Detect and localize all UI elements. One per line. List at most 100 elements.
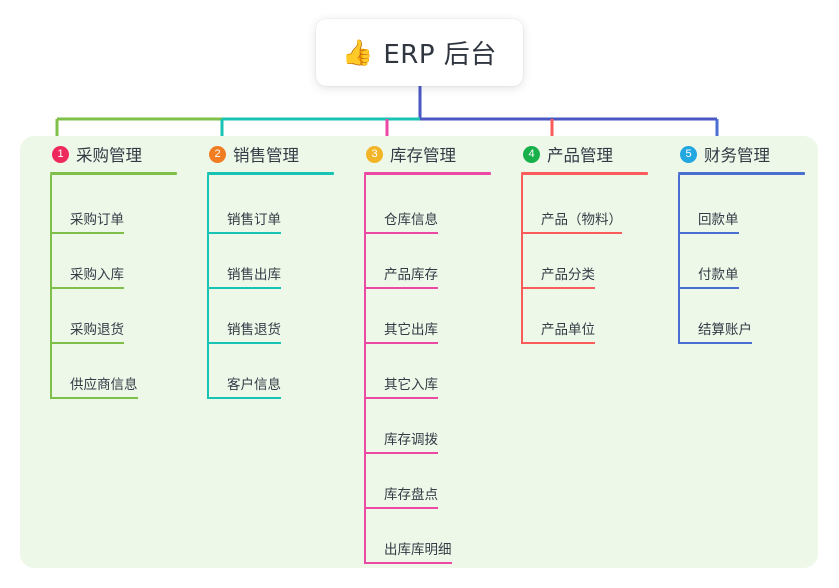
leaf-node[interactable]: 其它入库	[364, 344, 504, 399]
branch-items-5: 回款单付款单结算账户	[678, 175, 818, 344]
leaf-node[interactable]: 销售退货	[207, 289, 347, 344]
leaf-node[interactable]: 库存盘点	[364, 454, 504, 509]
leaf-node[interactable]: 采购订单	[50, 179, 190, 234]
branch-column-3: 3 库存管理仓库信息产品库存其它出库其它入库库存调拨库存盘点出库库明细	[347, 136, 504, 568]
leaf-node[interactable]: 付款单	[678, 234, 818, 289]
leaf-label: 销售出库	[207, 263, 281, 289]
leaf-label: 结算账户	[678, 318, 752, 344]
leaf-node[interactable]: 其它出库	[364, 289, 504, 344]
leaf-label: 采购订单	[50, 208, 124, 234]
leaf-underline	[521, 232, 622, 234]
leaf-node[interactable]: 结算账户	[678, 289, 818, 344]
leaf-underline	[678, 232, 739, 234]
leaf-underline	[364, 562, 452, 564]
branch-title-4: 产品管理	[547, 146, 613, 165]
leaf-label: 客户信息	[207, 373, 281, 399]
branch-spine-5	[678, 175, 680, 344]
branch-panel	[20, 136, 818, 568]
leaf-underline	[207, 397, 281, 399]
leaf-label: 销售订单	[207, 208, 281, 234]
leaf-underline	[364, 452, 438, 454]
branch-underline-3	[364, 172, 491, 175]
branch-badge-5: 5	[680, 145, 697, 163]
leaf-node[interactable]: 产品（物料）	[521, 179, 661, 234]
leaf-label: 产品（物料）	[521, 208, 622, 234]
leaf-node[interactable]: 采购入库	[50, 234, 190, 289]
leaf-underline	[207, 287, 281, 289]
leaf-node[interactable]: 产品分类	[521, 234, 661, 289]
leaf-label: 产品单位	[521, 318, 595, 344]
branch-header-3[interactable]: 3 库存管理	[364, 136, 504, 172]
leaf-label: 供应商信息	[50, 373, 138, 399]
branch-column-4: 4 产品管理产品（物料） 产品分类产品单位	[504, 136, 661, 568]
leaf-node[interactable]: 库存调拨	[364, 399, 504, 454]
branch-header-2[interactable]: 2 销售管理	[207, 136, 347, 172]
thumbs-up-icon: 👍	[342, 38, 374, 67]
leaf-label: 出库库明细	[364, 538, 452, 564]
leaf-underline	[50, 342, 124, 344]
leaf-node[interactable]: 出库库明细	[364, 509, 504, 564]
leaf-underline	[207, 342, 281, 344]
branch-underline-4	[521, 172, 648, 175]
leaf-label: 库存调拨	[364, 428, 438, 454]
leaf-label: 销售退货	[207, 318, 281, 344]
branch-underline-5	[678, 172, 805, 175]
leaf-node[interactable]: 产品库存	[364, 234, 504, 289]
branch-underline-1	[50, 172, 177, 175]
branch-columns: 1 采购管理采购订单采购入库采购退货供应商信息 2 销售管理销售订单销售出库销售退货客…	[20, 136, 818, 568]
leaf-label: 回款单	[678, 208, 739, 234]
leaf-label: 其它出库	[364, 318, 438, 344]
branch-underline-2	[207, 172, 334, 175]
leaf-node[interactable]: 供应商信息	[50, 344, 190, 399]
leaf-underline	[364, 507, 438, 509]
branch-column-2: 2 销售管理销售订单销售出库销售退货客户信息	[190, 136, 347, 568]
leaf-underline	[364, 287, 438, 289]
branch-title-3: 库存管理	[390, 146, 456, 165]
branch-items-4: 产品（物料） 产品分类产品单位	[521, 175, 661, 344]
leaf-node[interactable]: 销售订单	[207, 179, 347, 234]
branch-badge-1: 1	[52, 145, 69, 163]
branch-items-1: 采购订单采购入库采购退货供应商信息	[50, 175, 190, 399]
branch-badge-4: 4	[523, 145, 540, 163]
leaf-node[interactable]: 采购退货	[50, 289, 190, 344]
leaf-label: 付款单	[678, 263, 739, 289]
leaf-label: 其它入库	[364, 373, 438, 399]
branch-title-2: 销售管理	[233, 146, 299, 165]
branch-spine-3	[364, 175, 366, 564]
leaf-node[interactable]: 销售出库	[207, 234, 347, 289]
branch-title-1: 采购管理	[76, 146, 142, 165]
root-title: ERP 后台	[383, 40, 497, 70]
leaf-node[interactable]: 产品单位	[521, 289, 661, 344]
leaf-underline	[521, 287, 595, 289]
leaf-underline	[207, 232, 281, 234]
branch-spine-4	[521, 175, 523, 344]
branch-items-3: 仓库信息产品库存其它出库其它入库库存调拨库存盘点出库库明细	[364, 175, 504, 564]
leaf-label: 产品分类	[521, 263, 595, 289]
leaf-node[interactable]: 客户信息	[207, 344, 347, 399]
branch-badge-2: 2	[209, 145, 226, 163]
branch-header-1[interactable]: 1 采购管理	[50, 136, 190, 172]
leaf-underline	[364, 342, 438, 344]
leaf-underline	[50, 397, 138, 399]
leaf-node[interactable]: 回款单	[678, 179, 818, 234]
leaf-underline	[364, 397, 438, 399]
leaf-underline	[50, 287, 124, 289]
branch-badge-3: 3	[366, 145, 383, 163]
leaf-label: 库存盘点	[364, 483, 438, 509]
root-node-card[interactable]: 👍 ERP 后台	[316, 19, 523, 86]
leaf-label: 采购入库	[50, 263, 124, 289]
branch-items-2: 销售订单销售出库销售退货客户信息	[207, 175, 347, 399]
branch-header-4[interactable]: 4 产品管理	[521, 136, 661, 172]
leaf-label: 产品库存	[364, 263, 438, 289]
root-node-content: 👍 ERP 后台	[342, 34, 497, 71]
leaf-underline	[521, 342, 595, 344]
leaf-underline	[50, 232, 124, 234]
leaf-underline	[364, 232, 438, 234]
leaf-label: 仓库信息	[364, 208, 438, 234]
leaf-node[interactable]: 仓库信息	[364, 179, 504, 234]
branch-column-1: 1 采购管理采购订单采购入库采购退货供应商信息	[33, 136, 190, 568]
leaf-underline	[678, 342, 752, 344]
